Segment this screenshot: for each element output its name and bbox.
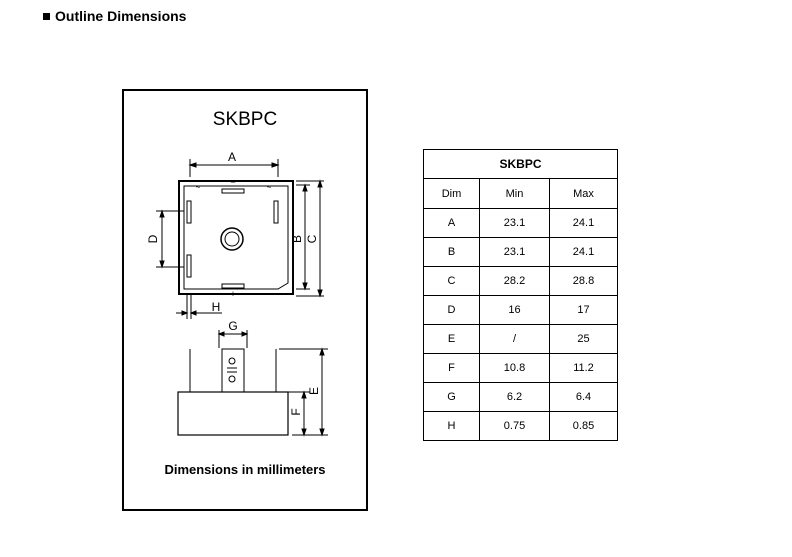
side-body bbox=[177, 391, 289, 436]
table-title: SKBPC bbox=[423, 149, 618, 179]
table-row: G 6.2 6.4 bbox=[423, 382, 618, 412]
dimension-table: SKBPC Dim Min Max A 23.1 24.1 B 23.1 24.… bbox=[423, 149, 618, 441]
label-d: D bbox=[146, 234, 160, 243]
outline-drawing-frame: SKBPC bbox=[122, 89, 368, 511]
header-dim: Dim bbox=[423, 178, 480, 209]
pin-mark-ac-left: ~ bbox=[196, 183, 201, 192]
terminal-hole-upper bbox=[228, 357, 236, 365]
min-cell: / bbox=[479, 324, 550, 354]
table-row: H 0.75 0.85 bbox=[423, 411, 618, 441]
min-cell: 23.1 bbox=[479, 237, 550, 267]
body-outline bbox=[178, 180, 294, 295]
max-cell: 6.4 bbox=[549, 382, 618, 412]
min-cell: 6.2 bbox=[479, 382, 550, 412]
header-max: Max bbox=[549, 178, 618, 209]
side-view bbox=[177, 330, 328, 437]
table-title-row: SKBPC bbox=[423, 149, 618, 179]
label-a: A bbox=[228, 150, 236, 164]
dim-cell: G bbox=[423, 382, 480, 412]
pin-mark-minus: − bbox=[230, 177, 235, 187]
pin-mark-plus: + bbox=[230, 289, 235, 299]
outline-drawing: A D B C H G F E − + ~ ~ bbox=[146, 150, 328, 437]
max-cell: 24.1 bbox=[549, 237, 618, 267]
terminal-slot-left-lower bbox=[186, 254, 192, 278]
dim-cell: A bbox=[423, 208, 480, 238]
terminal-hole-lower bbox=[228, 375, 236, 383]
label-h: H bbox=[212, 300, 221, 314]
max-cell: 28.8 bbox=[549, 266, 618, 296]
mounting-hole-inner bbox=[224, 231, 240, 247]
label-c: C bbox=[305, 234, 319, 243]
section-title-text: Outline Dimensions bbox=[55, 8, 187, 24]
center-terminal bbox=[221, 348, 245, 392]
dimension-d bbox=[156, 209, 184, 269]
header-min: Min bbox=[479, 178, 550, 209]
dimension-b bbox=[296, 183, 310, 291]
mounting-hole bbox=[220, 227, 244, 251]
table-header-row: Dim Min Max bbox=[423, 178, 618, 209]
package-name: SKBPC bbox=[212, 109, 278, 130]
dim-cell: C bbox=[423, 266, 480, 296]
label-f: F bbox=[289, 408, 303, 415]
table-row: F 10.8 11.2 bbox=[423, 353, 618, 383]
table-row: D 16 17 bbox=[423, 295, 618, 325]
min-cell: 16 bbox=[479, 295, 550, 325]
terminal-slot-bottom bbox=[221, 283, 245, 289]
section-heading: Outline Dimensions bbox=[43, 8, 186, 24]
label-e: E bbox=[307, 387, 321, 395]
dim-cell: E bbox=[423, 324, 480, 354]
max-cell: 17 bbox=[549, 295, 618, 325]
dim-cell: H bbox=[423, 411, 480, 441]
table-row: C 28.2 28.8 bbox=[423, 266, 618, 296]
body-inner-outline bbox=[183, 185, 289, 290]
top-view bbox=[178, 180, 294, 295]
max-cell: 11.2 bbox=[549, 353, 618, 383]
label-b: B bbox=[290, 235, 304, 243]
max-cell: 25 bbox=[549, 324, 618, 354]
min-cell: 23.1 bbox=[479, 208, 550, 238]
max-cell: 24.1 bbox=[549, 208, 618, 238]
dimension-h bbox=[176, 295, 222, 319]
dim-cell: F bbox=[423, 353, 480, 383]
min-cell: 0.75 bbox=[479, 411, 550, 441]
label-g: G bbox=[228, 319, 237, 333]
table-row: E / 25 bbox=[423, 324, 618, 354]
pin-mark-ac-right: ~ bbox=[267, 183, 272, 192]
table-row: B 23.1 24.1 bbox=[423, 237, 618, 267]
bullet-icon bbox=[43, 12, 50, 20]
dimension-c bbox=[296, 179, 324, 298]
dimension-a bbox=[188, 159, 280, 177]
dim-cell: D bbox=[423, 295, 480, 325]
units-caption: Dimensions in millimeters bbox=[164, 462, 326, 477]
dim-cell: B bbox=[423, 237, 480, 267]
terminal-slot-top bbox=[221, 188, 245, 194]
min-cell: 28.2 bbox=[479, 266, 550, 296]
table-row: A 23.1 24.1 bbox=[423, 208, 618, 238]
terminal-slot-left bbox=[186, 200, 192, 224]
min-cell: 10.8 bbox=[479, 353, 550, 383]
max-cell: 0.85 bbox=[549, 411, 618, 441]
terminal-slot-right bbox=[273, 200, 279, 224]
